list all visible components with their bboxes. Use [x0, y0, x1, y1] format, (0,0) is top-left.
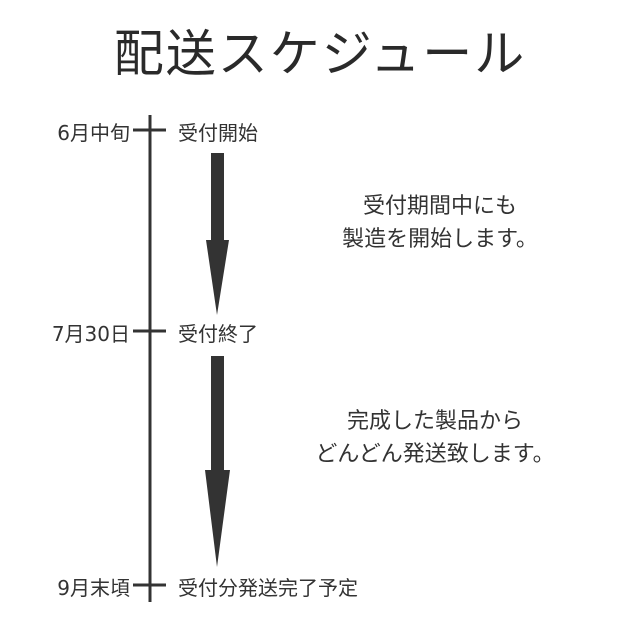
milestone-label: 受付終了 [178, 322, 258, 346]
arrow-down-icon [205, 356, 230, 567]
note-shipping: 完成した製品から どんどん発送致します。 [270, 405, 600, 471]
note-line: 製造を開始します。 [342, 227, 538, 252]
milestone-date: 7月30日 [51, 322, 130, 346]
note-line: 完成した製品から [346, 409, 523, 434]
milestone-label: 受付分発送完了予定 [178, 576, 358, 600]
milestone-date: 9月末頃 [57, 576, 130, 600]
note-line: 受付期間中にも [362, 194, 517, 219]
note-production: 受付期間中にも 製造を開始します。 [300, 190, 580, 256]
arrow-down-icon [206, 153, 229, 315]
milestone-label: 受付開始 [178, 121, 258, 145]
page-title: 配送スケジュール [113, 25, 527, 83]
note-line: どんどん発送致します。 [315, 442, 555, 467]
milestone-date: 6月中旬 [57, 121, 130, 145]
